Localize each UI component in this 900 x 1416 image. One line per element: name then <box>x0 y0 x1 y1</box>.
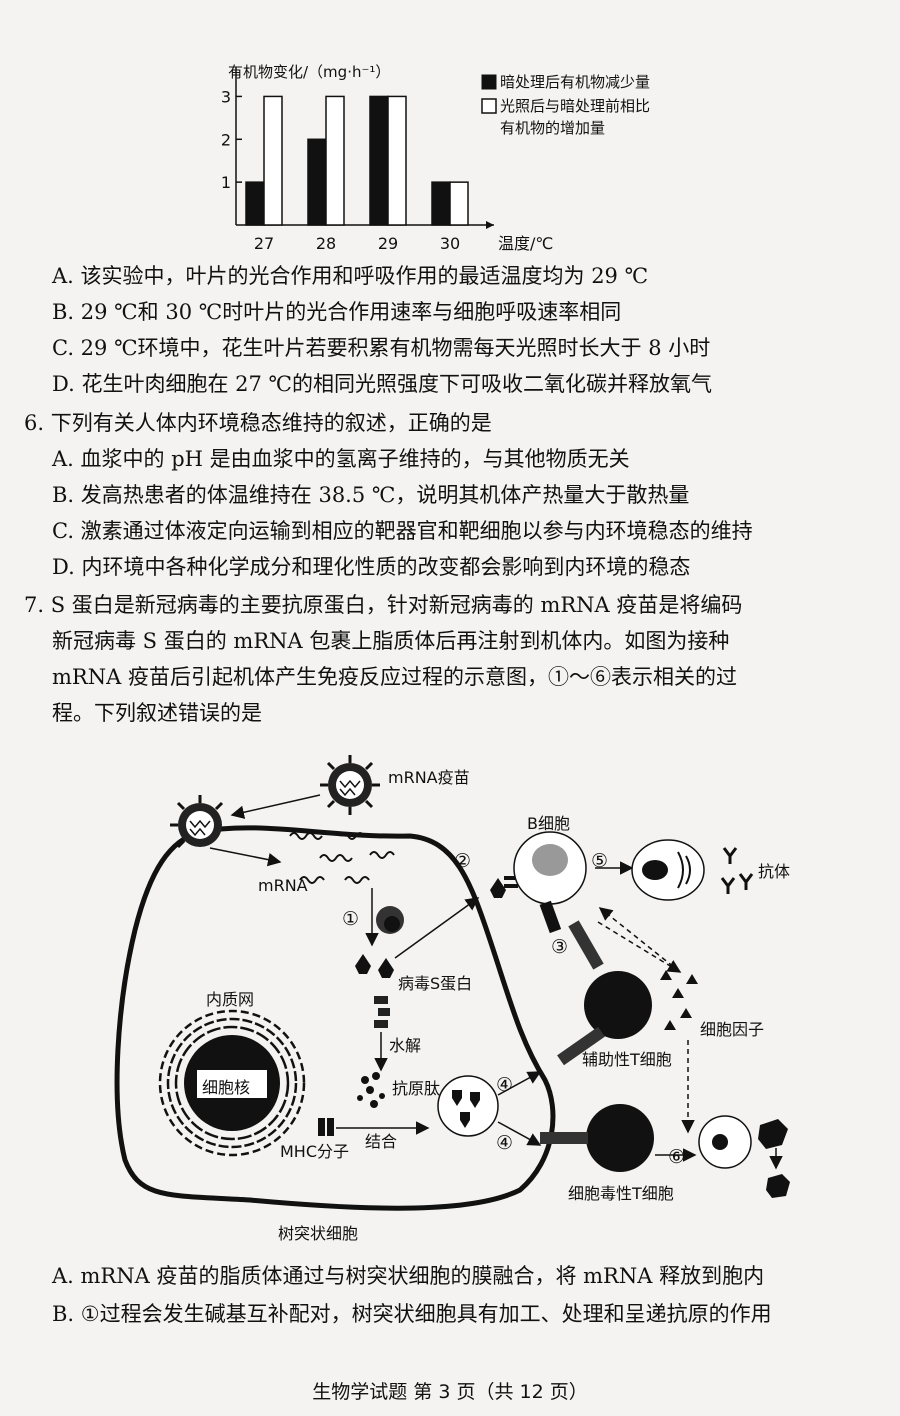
q7-option-a: A. mRNA 疫苗的脂质体通过与树突状细胞的膜融合，将 mRNA 释放到胞内 <box>52 1264 765 1288</box>
cytotoxic-t-cell <box>586 1104 654 1172</box>
q5-option-d: D. 花生叶肉细胞在 27 ℃的相同光照强度下可吸收二氧化碳并释放氧气 <box>52 372 713 396</box>
legend-swatch-light <box>481 98 497 114</box>
q7-stem-line1: 7. S 蛋白是新冠病毒的主要抗原蛋白，针对新冠病毒的 mRNA 疫苗是将编码 <box>24 593 743 617</box>
immune-diagram: mRNA疫苗 mRNA ① ② ③ ④ ④ ⑤ ⑥ 内质网 细胞核 病毒S蛋白 … <box>0 740 900 1250</box>
y-axis-label: 有机物变化/（mg·h⁻¹） <box>228 63 390 81</box>
x-tick-label: 27 <box>254 234 274 253</box>
label-er: 内质网 <box>206 990 255 1009</box>
presented-s-protein <box>490 876 518 898</box>
bar <box>431 181 451 226</box>
label-b-cell: B细胞 <box>527 814 570 833</box>
y-tick-label: 2 <box>221 130 231 149</box>
q7-stem-line4: 程。下列叙述错误的是 <box>52 701 262 725</box>
antibody-shapes <box>720 847 754 894</box>
cytokine-triangles <box>660 970 698 1030</box>
label-mhc: MHC分子 <box>280 1142 350 1161</box>
x-axis-label: 温度/℃ <box>498 234 553 253</box>
q6-stem: 6. 下列有关人体内环境稳态维持的叙述，正确的是 <box>24 411 492 435</box>
mhc-antigen-vesicle <box>437 1075 499 1137</box>
label-cytokine: 细胞因子 <box>700 1020 765 1039</box>
q7-option-b: B. ①过程会发生碱基互补配对，树突状细胞具有加工、处理和呈递抗原的作用 <box>52 1302 772 1326</box>
mrna-strands <box>289 832 395 884</box>
y-tick-label: 1 <box>221 173 231 192</box>
label-step-1: ① <box>342 908 360 930</box>
s-protein-shapes <box>355 954 394 978</box>
bar <box>245 181 265 226</box>
label-s-protein: 病毒S蛋白 <box>398 974 473 993</box>
y-tick-label: 3 <box>221 87 231 106</box>
label-step-2: ② <box>454 850 472 872</box>
fusing-vaccine-particle <box>170 795 224 849</box>
x-tick-label: 28 <box>316 234 336 253</box>
x-axis-arrow <box>486 221 494 229</box>
label-step-4b: ④ <box>496 1132 514 1154</box>
bar <box>369 95 389 226</box>
debris <box>758 1119 790 1198</box>
mhc-molecule <box>318 1118 334 1136</box>
legend-swatch-dark <box>481 74 497 90</box>
bar <box>307 138 327 226</box>
label-step-5: ⑤ <box>591 850 609 872</box>
label-cytotoxic-t: 细胞毒性T细胞 <box>568 1184 674 1203</box>
endoplasmic-reticulum <box>158 1009 306 1157</box>
label-helper-t: 辅助性T细胞 <box>582 1050 672 1069</box>
bar-chart: 1 2 3 27 28 29 30 有机物变化/（mg·h⁻¹） 温度/℃ 暗处理后有机物减少量光… <box>200 55 720 255</box>
q5-option-c: C. 29 ℃环境中，花生叶片若要积累有机物需每天光照时长大于 8 小时 <box>52 336 711 360</box>
label-antibody: 抗体 <box>758 862 791 881</box>
q6-option-a: A. 血浆中的 pH 是由血浆中的氢离子维持的，与其他物质无关 <box>52 447 630 471</box>
bar <box>449 181 469 226</box>
legend-label-2a: 光照后与暗处理前相比 <box>500 97 650 115</box>
label-bind: 结合 <box>365 1132 398 1151</box>
q6-option-d: D. 内环境中各种化学成分和理化性质的改变都会影响到内环境的稳态 <box>52 555 691 579</box>
x-tick-label: 30 <box>440 234 460 253</box>
label-step-4a: ④ <box>496 1074 514 1096</box>
bar <box>325 95 345 226</box>
label-dendritic-cell: 树突状细胞 <box>278 1224 359 1243</box>
legend-label-2b: 有机物的增加量 <box>500 119 605 137</box>
q7-stem-line2: 新冠病毒 S 蛋白的 mRNA 包裹上脂质体后再注射到机体内。如图为接种 <box>52 629 730 653</box>
bar <box>263 95 283 226</box>
antigen-peptide-dots <box>357 1072 385 1108</box>
q6-option-b: B. 发高热患者的体温维持在 38.5 ℃，说明其机体产热量大于散热量 <box>52 483 690 507</box>
dendritic-cell-membrane <box>114 825 556 1211</box>
plasma-cell <box>631 839 705 901</box>
page-footer: 生物学试题 第 3 页（共 12 页） <box>312 1381 588 1403</box>
x-tick-label: 29 <box>378 234 398 253</box>
bar <box>387 95 407 226</box>
label-hydrolysis: 水解 <box>389 1036 422 1055</box>
ribosome <box>376 906 404 934</box>
immune-diagram-svg <box>114 755 790 1211</box>
q7-stem-line3: mRNA 疫苗后引起机体产生免疫反应过程的示意图，①～⑥表示相关的过 <box>52 665 737 689</box>
chart-svg: 1 2 3 27 28 29 30 有机物变化/（mg·h⁻¹） 温度/℃ 暗处理后有机物减少量光… <box>221 63 650 253</box>
label-step-6: ⑥ <box>668 1146 686 1168</box>
label-mrna-vaccine: mRNA疫苗 <box>388 768 470 787</box>
mrna-vaccine-particle <box>320 755 380 815</box>
q6-option-c: C. 激素通过体液定向运输到相应的靶器官和靶细胞以参与内环境稳态的维持 <box>52 519 753 543</box>
legend-label-1: 暗处理后有机物减少量 <box>500 73 650 91</box>
label-antigen-peptide: 抗原肽 <box>392 1079 441 1098</box>
degraded-protein <box>374 996 390 1028</box>
target-cell <box>698 1115 752 1169</box>
q5-option-b: B. 29 ℃和 30 ℃时叶片的光合作用速率与细胞呼吸速率相同 <box>52 300 622 324</box>
helper-t-cell <box>584 971 652 1039</box>
label-nucleus: 细胞核 <box>202 1078 251 1097</box>
label-step-3: ③ <box>551 936 569 958</box>
label-mrna: mRNA <box>258 876 308 895</box>
q5-option-a: A. 该实验中，叶片的光合作用和呼吸作用的最适温度均为 29 ℃ <box>52 264 649 288</box>
